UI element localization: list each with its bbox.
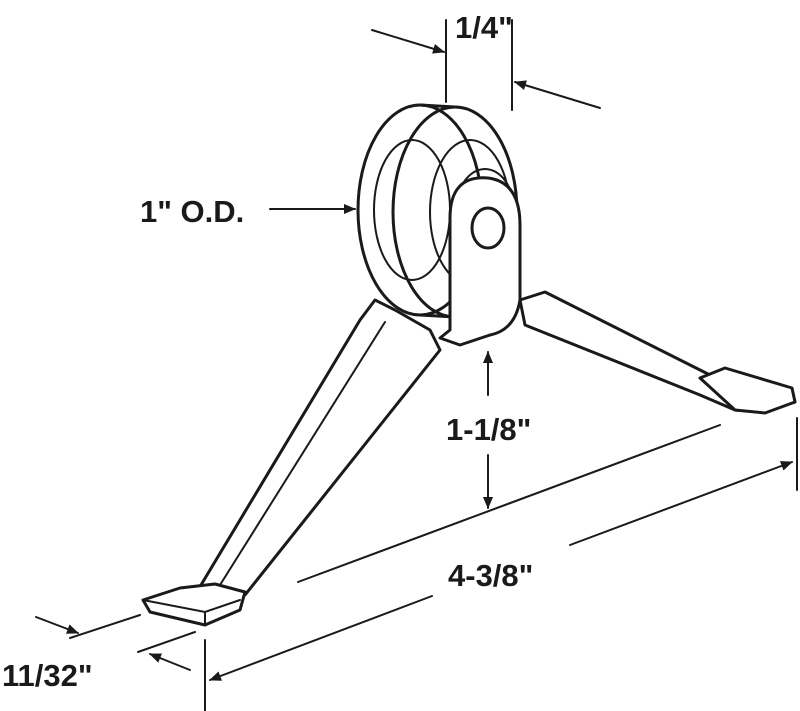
width-label: 1/4" <box>455 10 513 45</box>
length-label: 4-3/8" <box>448 558 533 593</box>
diameter-label: 1" O.D. <box>140 194 244 229</box>
left-foot <box>141 582 247 627</box>
foot-width-label: 11/32" <box>2 658 93 693</box>
dimension-height: 1-1/8" <box>446 351 531 509</box>
dimension-length: 4-3/8" <box>204 417 798 711</box>
height-label: 1-1/8" <box>446 412 531 447</box>
left-leg <box>196 298 442 599</box>
right-foot <box>698 366 797 415</box>
axle-tab <box>438 176 522 347</box>
dimension-foot-width: 11/32" <box>2 614 196 693</box>
dimension-diameter: 1" O.D. <box>140 194 356 229</box>
axle-hole <box>470 206 506 250</box>
dimension-width: 1/4" <box>371 10 601 111</box>
bracket <box>141 290 797 627</box>
